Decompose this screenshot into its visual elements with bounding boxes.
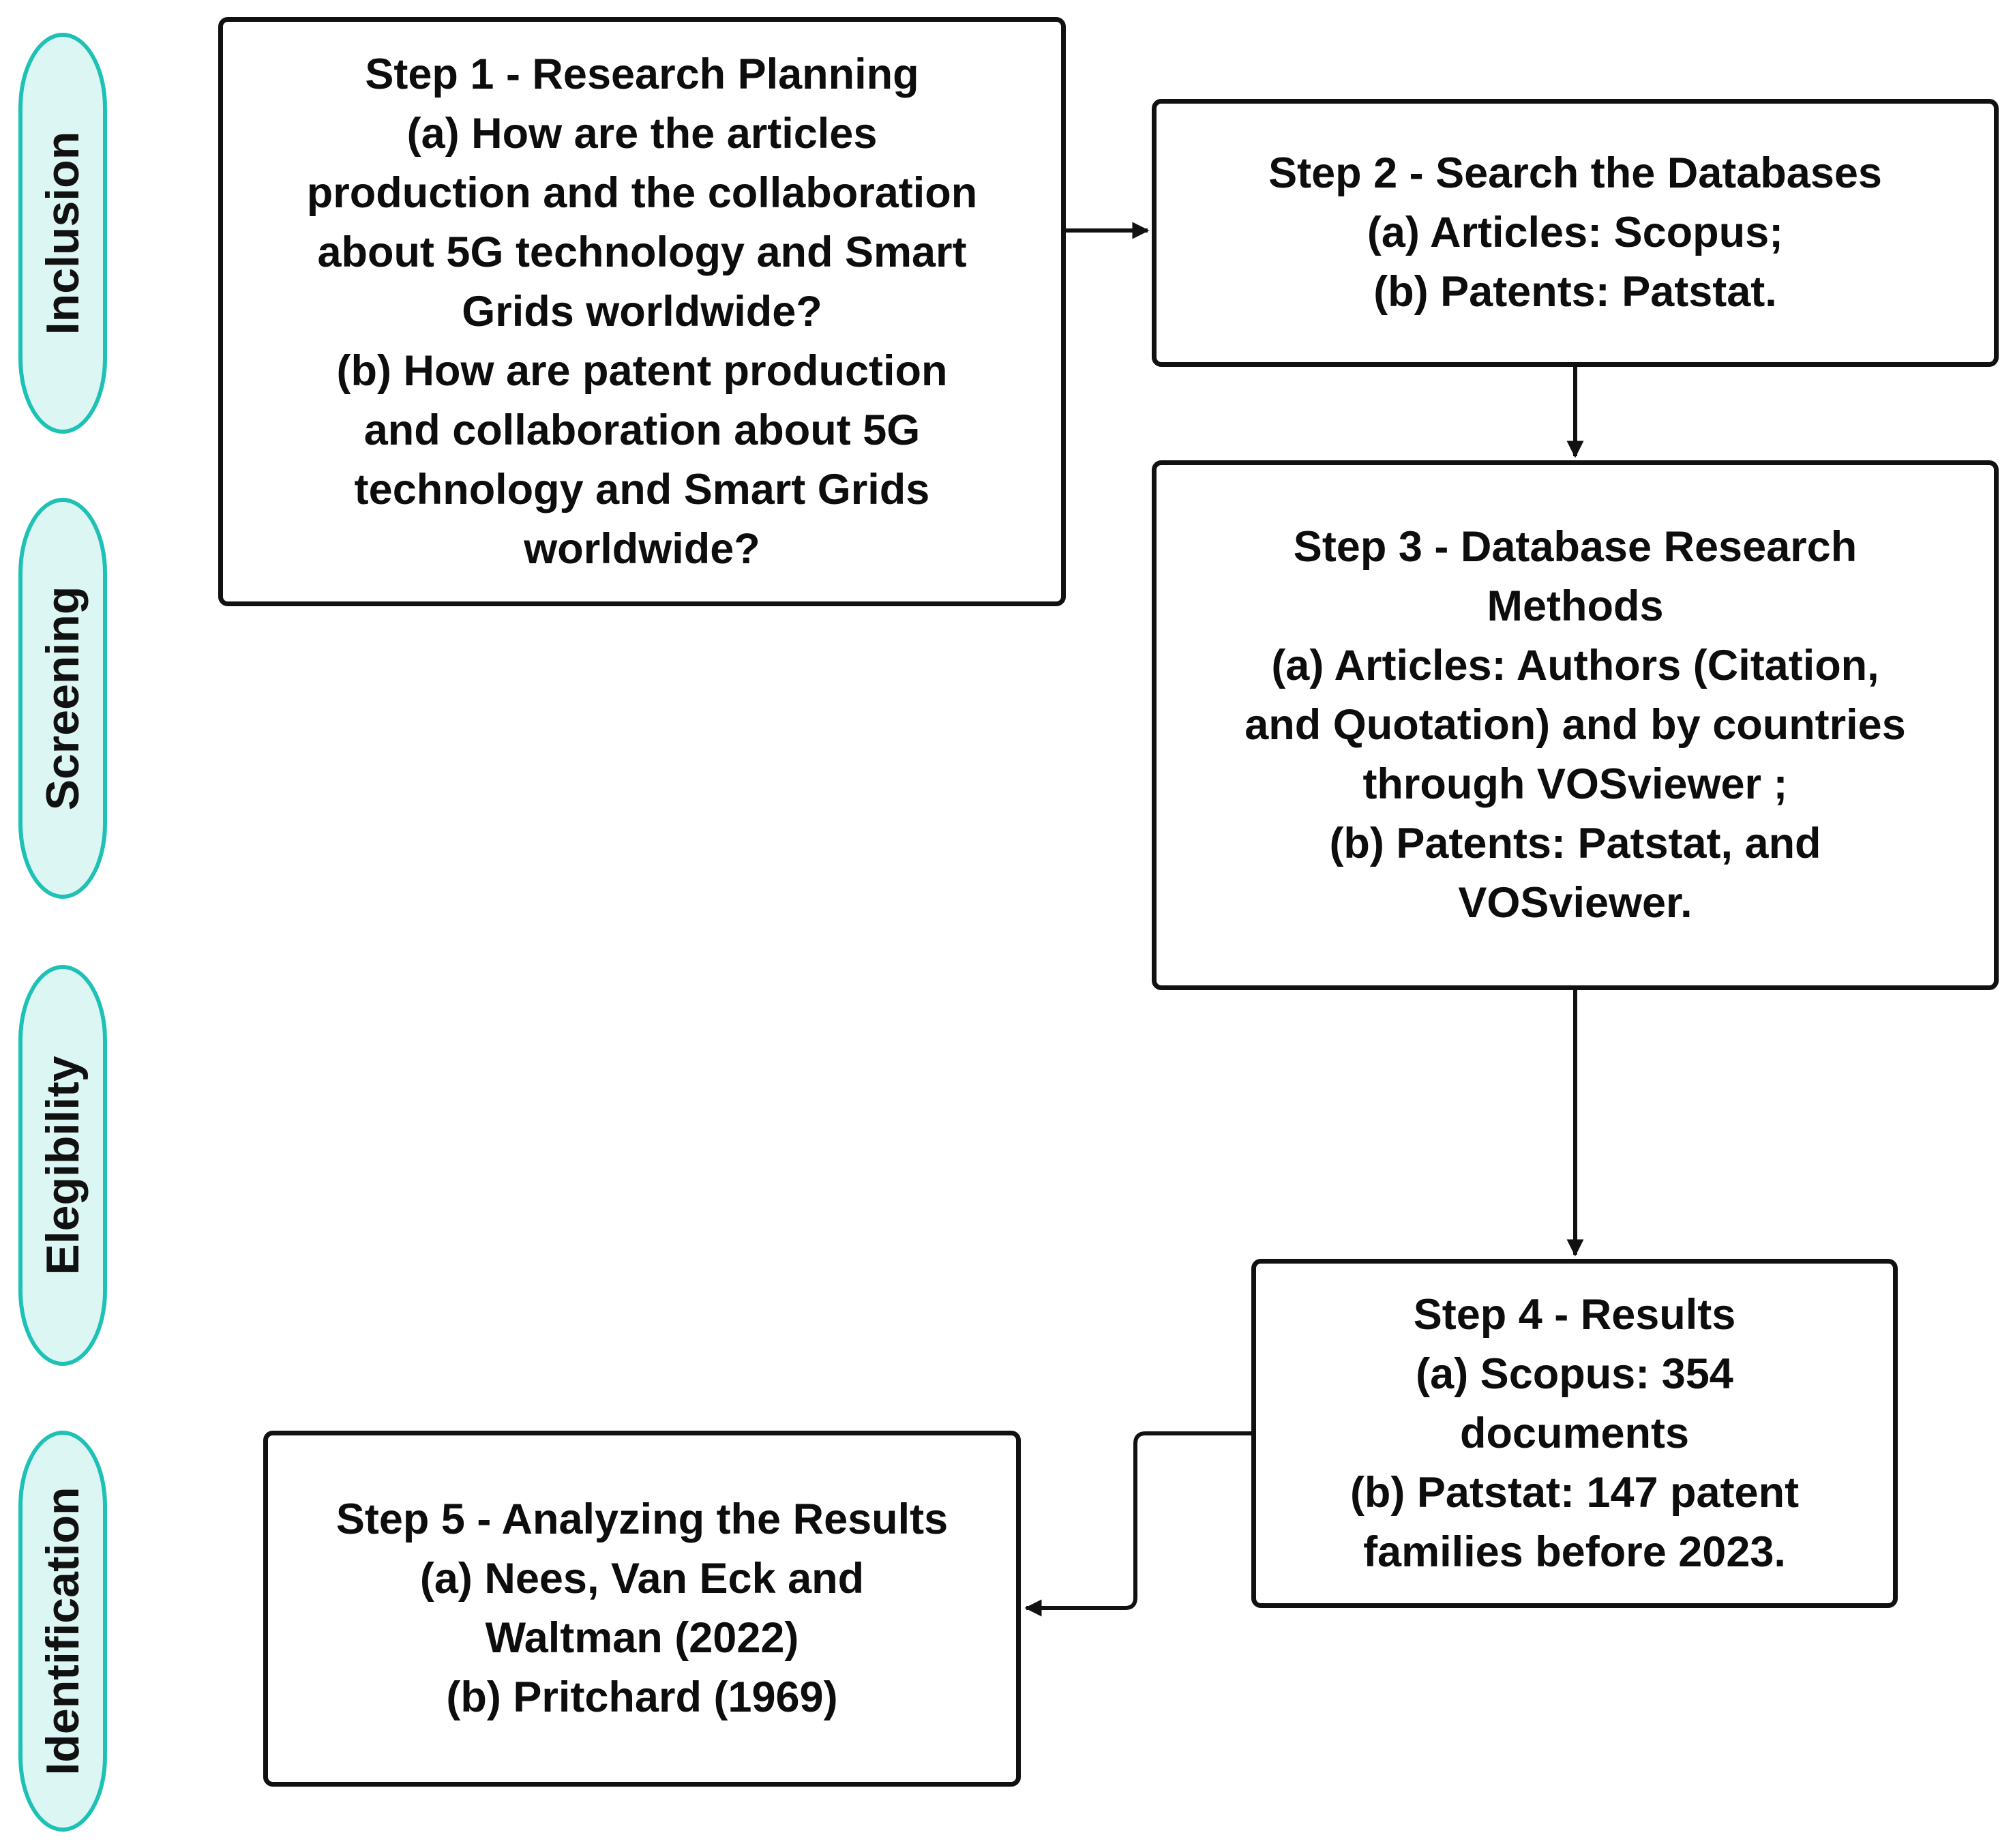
step-5-line: (a) Nees, Van Eck and xyxy=(419,1555,865,1603)
step-4-line: (a) Scopus: 354 xyxy=(1416,1350,1733,1398)
step-1-line: worldwide? xyxy=(524,524,760,573)
step-1-line: production and the collaboration xyxy=(306,168,978,217)
step-4-line: families before 2023. xyxy=(1363,1527,1786,1576)
step-1-line: Grids worldwide? xyxy=(462,287,822,336)
step-1-line: (b) How are patent production xyxy=(336,346,948,395)
step-3-title: Step 3 - Database Research xyxy=(1293,523,1858,571)
step-5-line: Waltman (2022) xyxy=(485,1614,799,1662)
step-4-title: Step 4 - Results xyxy=(1413,1290,1736,1339)
step-1-line: about 5G technology and Smart xyxy=(317,228,967,276)
step-4-results-box: Step 4 - Results (a) Scopus: 354 documen… xyxy=(1251,1259,1898,1608)
step-5-line: (b) Pritchard (1969) xyxy=(446,1673,838,1721)
step-1-title: Step 1 - Research Planning xyxy=(365,50,919,98)
step-2-line: (a) Articles: Scopus; xyxy=(1367,209,1784,256)
step-5-analyzing-results-box: Step 5 - Analyzing the Results (a) Nees,… xyxy=(263,1431,1021,1787)
step-3-title-cont: Methods xyxy=(1487,582,1664,630)
phase-elegibility: Elegibility xyxy=(18,965,107,1366)
step-3-line: (b) Patents: Patstat, and xyxy=(1329,820,1821,867)
step-1-research-planning-box: Step 1 - Research Planning (a) How are t… xyxy=(218,17,1066,606)
step-2-line: (b) Patents: Patstat. xyxy=(1373,268,1777,316)
step-3-line: VOSviewer. xyxy=(1458,879,1693,927)
step-1-line: technology and Smart Grids xyxy=(354,465,930,513)
step-1-line: and collaboration about 5G xyxy=(363,406,921,454)
step-1-line: (a) How are the articles xyxy=(406,109,878,158)
step-3-line: and Quotation) and by countries xyxy=(1244,701,1906,749)
phase-screening: Screening xyxy=(18,498,107,899)
phase-identification: Identification xyxy=(18,1431,107,1832)
step-2-title: Step 2 - Search the Databases xyxy=(1268,149,1882,197)
step-3-line: (a) Articles: Authors (Citation, xyxy=(1271,642,1879,689)
step-3-database-research-methods-box: Step 3 - Database Research Methods (a) A… xyxy=(1152,460,1999,990)
phase-inclusion: Inclusion xyxy=(18,33,107,434)
arrow-step4-to-step5 xyxy=(1024,1431,1251,1617)
step-4-line: (b) Patstat: 147 patent xyxy=(1350,1468,1800,1517)
step-4-line: documents xyxy=(1459,1409,1690,1457)
step-2-search-databases-box: Step 2 - Search the Databases (a) Articl… xyxy=(1152,99,1999,367)
step-3-line: through VOSviewer ; xyxy=(1362,760,1788,808)
step-5-title: Step 5 - Analyzing the Results xyxy=(336,1495,949,1543)
